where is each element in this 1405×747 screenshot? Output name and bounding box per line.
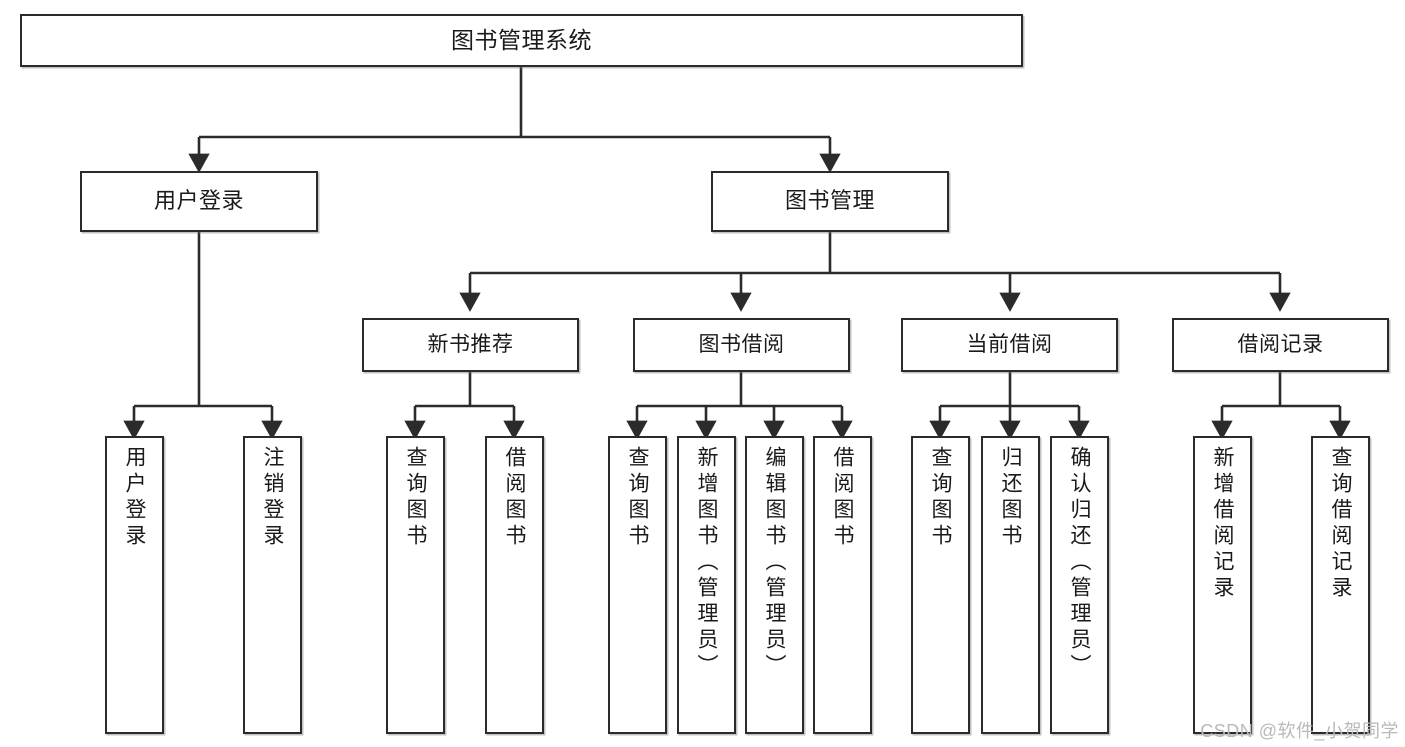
leaf-borrow-book-1-label: 借阅图书 (503, 446, 526, 550)
leaf-return-book-label: 归还图书 (999, 446, 1022, 550)
leaf-confirm-return[interactable]: 确认归还（管理员） (1050, 436, 1109, 734)
leaf-add-book-label: 新增图书（管理员） (695, 446, 718, 680)
node-book-manage[interactable]: 图书管理 (711, 171, 949, 232)
node-book-manage-label: 图书管理 (784, 188, 875, 214)
node-book-borrow[interactable]: 图书借阅 (633, 318, 850, 372)
leaf-edit-book[interactable]: 编辑图书（管理员） (745, 436, 804, 734)
node-new-book-recommend[interactable]: 新书推荐 (362, 318, 579, 372)
leaf-query-record-label: 查询借阅记录 (1329, 446, 1352, 602)
leaf-query-book-2[interactable]: 查询图书 (608, 436, 667, 734)
node-current-borrow-label: 当前借阅 (966, 332, 1053, 356)
watermark: CSDN @软件_小贺同学 (1200, 721, 1399, 741)
leaf-query-book-1-label: 查询图书 (404, 446, 427, 550)
leaf-query-book-2-label: 查询图书 (626, 446, 649, 550)
leaf-query-book-3[interactable]: 查询图书 (911, 436, 970, 734)
leaf-user-login-label: 用户登录 (123, 446, 146, 550)
leaf-user-login[interactable]: 用户登录 (105, 436, 164, 734)
leaf-return-book[interactable]: 归还图书 (981, 436, 1040, 734)
leaf-borrow-book-2[interactable]: 借阅图书 (813, 436, 872, 734)
node-borrow-record[interactable]: 借阅记录 (1172, 318, 1389, 372)
leaf-add-record-label: 新增借阅记录 (1211, 446, 1234, 602)
leaf-query-book-3-label: 查询图书 (929, 446, 952, 550)
leaf-borrow-book-1[interactable]: 借阅图书 (485, 436, 544, 734)
node-root-label: 图书管理系统 (451, 26, 592, 53)
node-current-borrow[interactable]: 当前借阅 (901, 318, 1118, 372)
leaf-add-record[interactable]: 新增借阅记录 (1193, 436, 1252, 734)
leaf-add-book[interactable]: 新增图书（管理员） (677, 436, 736, 734)
node-root[interactable]: 图书管理系统 (20, 14, 1023, 67)
node-book-borrow-label: 图书借阅 (698, 332, 785, 356)
leaf-edit-book-label: 编辑图书（管理员） (763, 446, 786, 680)
node-borrow-record-label: 借阅记录 (1237, 332, 1324, 356)
leaf-borrow-book-2-label: 借阅图书 (831, 446, 854, 550)
leaf-user-logout[interactable]: 注销登录 (243, 436, 302, 734)
leaf-query-book-1[interactable]: 查询图书 (386, 436, 445, 734)
node-new-book-recommend-label: 新书推荐 (427, 332, 514, 356)
leaf-confirm-return-label: 确认归还（管理员） (1068, 446, 1091, 680)
node-user-login-label: 用户登录 (153, 188, 244, 214)
leaf-query-record[interactable]: 查询借阅记录 (1311, 436, 1370, 734)
leaf-user-logout-label: 注销登录 (261, 446, 284, 550)
node-user-login[interactable]: 用户登录 (80, 171, 318, 232)
